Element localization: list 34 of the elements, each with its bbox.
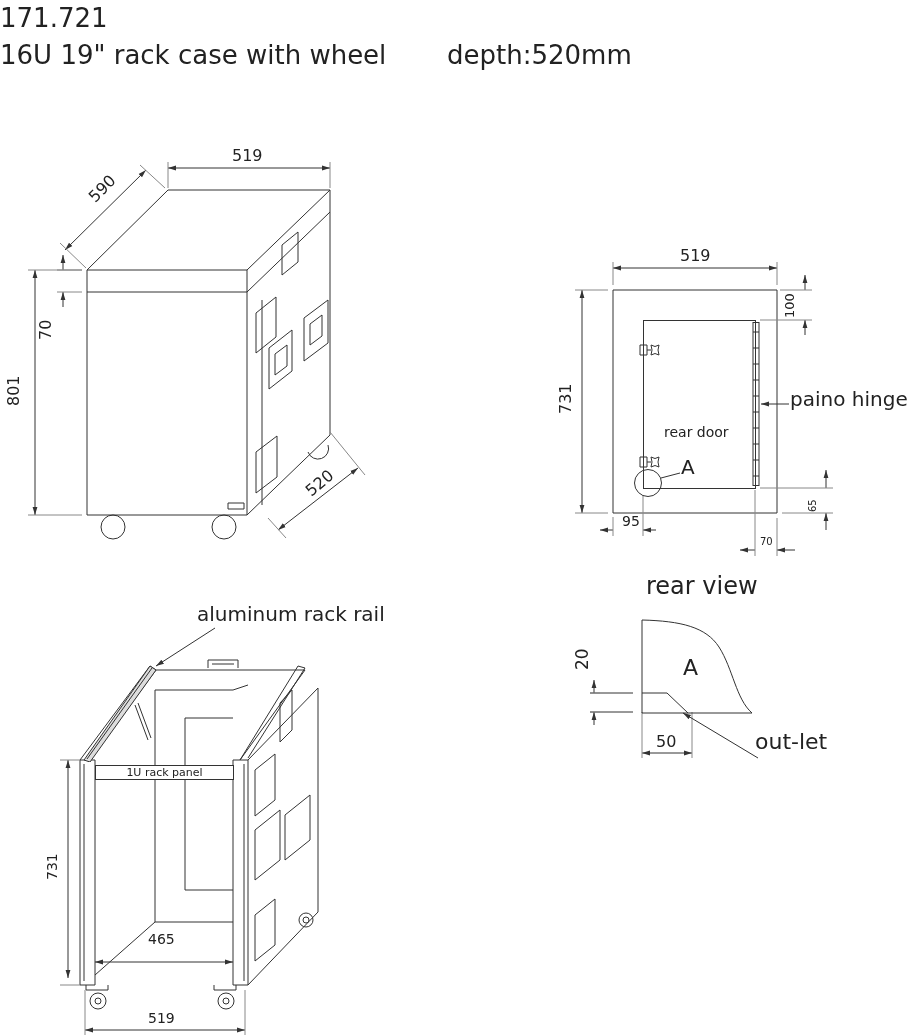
dimension-label: 801 bbox=[6, 375, 22, 406]
dimension-label: 70 bbox=[760, 537, 773, 547]
part-number: 171.721 bbox=[0, 5, 108, 31]
leader-line bbox=[760, 401, 790, 407]
dimension-label: 100 bbox=[783, 293, 796, 318]
detail-outline bbox=[641, 619, 753, 714]
detail-letter: A bbox=[683, 657, 699, 679]
callout-label: out-let bbox=[755, 731, 828, 753]
dimension-label: 70 bbox=[38, 319, 54, 340]
piano-hinge bbox=[751, 322, 761, 486]
dimension-label: 465 bbox=[148, 932, 175, 946]
dimension-label: 519 bbox=[680, 248, 711, 264]
panel-band: 1U rack panel bbox=[95, 765, 234, 780]
dimension-label: 731 bbox=[45, 853, 59, 880]
dimension-label: 520 bbox=[303, 467, 337, 500]
detail-letter: A bbox=[681, 457, 695, 477]
dimension-label: 590 bbox=[86, 172, 119, 206]
dimension-label: 519 bbox=[232, 148, 263, 164]
leader-line bbox=[660, 472, 681, 479]
title-text: 16U 19" rack case with wheel bbox=[0, 42, 387, 68]
callout-label: paino hinge bbox=[790, 389, 907, 409]
title-text: depth:520mm bbox=[447, 42, 632, 68]
dimension-label: 50 bbox=[656, 734, 677, 750]
dimension-label: 731 bbox=[558, 383, 574, 414]
dimension-label: 519 bbox=[148, 1011, 175, 1025]
leader-line bbox=[155, 627, 216, 667]
part-label: rear door bbox=[664, 425, 729, 439]
dimension-label: 65 bbox=[808, 499, 818, 512]
view-title: rear view bbox=[646, 574, 758, 598]
leader-line bbox=[682, 712, 759, 759]
callout-label: aluminum rack rail bbox=[197, 604, 385, 624]
dimension-label: 20 bbox=[574, 648, 591, 670]
dimension-label: 95 bbox=[622, 514, 640, 528]
door-outline bbox=[643, 320, 756, 489]
